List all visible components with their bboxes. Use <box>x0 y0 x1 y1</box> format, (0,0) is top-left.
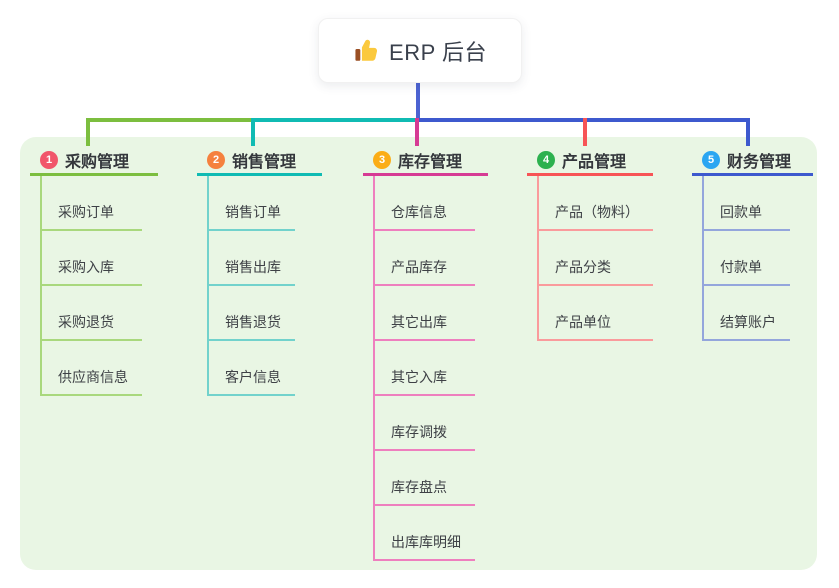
branch-items: 产品（物料） 产品分类产品单位 <box>537 176 653 341</box>
branch-item-node[interactable]: 库存盘点 <box>375 451 475 506</box>
branch-title-node[interactable]: 2 销售管理 <box>197 146 322 176</box>
branch-item-label: 产品库存 <box>391 259 447 275</box>
branch-item-label: 采购退货 <box>58 314 114 330</box>
branch-drop-line <box>251 118 255 146</box>
branch-item-label: 产品分类 <box>555 259 611 275</box>
branch-title-node[interactable]: 3 库存管理 <box>363 146 488 176</box>
branch-item-label: 产品（物料） <box>555 204 639 220</box>
branch-title-label: 采购管理 <box>65 153 130 171</box>
branch-items: 回款单付款单结算账户 <box>702 176 790 341</box>
branch-item-label: 采购入库 <box>58 259 114 275</box>
branch-title-node[interactable]: 1 采购管理 <box>30 146 158 176</box>
branch-title-node[interactable]: 5 财务管理 <box>692 146 813 176</box>
branch-item-node[interactable]: 产品单位 <box>539 286 653 341</box>
branch-title-label: 产品管理 <box>562 153 627 171</box>
branch-item-node[interactable]: 回款单 <box>704 176 790 231</box>
branch-number-badge: 2 <box>207 150 225 169</box>
branch-drop-line <box>415 118 419 146</box>
branch-item-label: 仓库信息 <box>391 204 447 220</box>
branch-column: 2 销售管理 销售订单销售出库销售退货客户信息 <box>197 146 322 396</box>
branch-column: 5 财务管理 回款单付款单结算账户 <box>692 146 813 341</box>
branch-item-label: 客户信息 <box>225 369 281 385</box>
branch-item-label: 供应商信息 <box>58 369 128 385</box>
branch-column: 3 库存管理 仓库信息产品库存其它出库其它入库库存调拨库存盘点出库库明细 <box>363 146 488 561</box>
branch-item-node[interactable]: 供应商信息 <box>42 341 142 396</box>
branch-item-node[interactable]: 采购退货 <box>42 286 142 341</box>
branch-item-node[interactable]: 客户信息 <box>209 341 295 396</box>
branch-item-label: 库存盘点 <box>391 479 447 495</box>
branch-item-label: 付款单 <box>720 259 762 275</box>
root-topic-node[interactable]: ERP 后台 <box>318 18 522 83</box>
branch-item-label: 回款单 <box>720 204 762 220</box>
branch-title-label: 销售管理 <box>232 153 297 171</box>
branch-item-label: 产品单位 <box>555 314 611 330</box>
branch-title-label: 库存管理 <box>398 153 463 171</box>
branch-items: 采购订单采购入库采购退货供应商信息 <box>40 176 142 396</box>
branch-item-label: 采购订单 <box>58 204 114 220</box>
branch-item-label: 出库库明细 <box>391 534 461 550</box>
branch-item-label: 其它入库 <box>391 369 447 385</box>
branch-title-label: 财务管理 <box>727 153 792 171</box>
branch-item-label: 结算账户 <box>720 314 776 330</box>
branch-item-node[interactable]: 其它出库 <box>375 286 475 341</box>
branch-number-badge: 3 <box>373 150 391 169</box>
branch-item-node[interactable]: 产品（物料） <box>539 176 653 231</box>
branch-item-node[interactable]: 产品库存 <box>375 231 475 286</box>
connector-bus-segment <box>252 118 418 122</box>
branch-drop-line <box>746 118 750 146</box>
root-topic-label: ERP 后台 <box>389 39 487 65</box>
branch-number-badge: 4 <box>537 150 555 169</box>
branch-column: 1 采购管理 采购订单采购入库采购退货供应商信息 <box>30 146 158 396</box>
thumbs-up-icon <box>353 38 379 64</box>
branch-item-node[interactable]: 采购入库 <box>42 231 142 286</box>
branch-item-node[interactable]: 仓库信息 <box>375 176 475 231</box>
branch-number-badge: 5 <box>702 150 720 169</box>
branches-panel <box>20 137 817 570</box>
branch-item-node[interactable]: 库存调拨 <box>375 396 475 451</box>
branch-items: 仓库信息产品库存其它出库其它入库库存调拨库存盘点出库库明细 <box>373 176 475 561</box>
branch-number-badge: 1 <box>40 150 58 169</box>
branch-item-label: 其它出库 <box>391 314 447 330</box>
branch-drop-line <box>583 118 587 146</box>
root-connector-line <box>416 83 420 122</box>
branch-item-node[interactable]: 结算账户 <box>704 286 790 341</box>
branch-title-node[interactable]: 4 产品管理 <box>527 146 653 176</box>
branch-item-label: 销售订单 <box>225 204 281 220</box>
branch-item-node[interactable]: 销售退货 <box>209 286 295 341</box>
branch-item-label: 销售出库 <box>225 259 281 275</box>
branch-items: 销售订单销售出库销售退货客户信息 <box>207 176 295 396</box>
branch-item-node[interactable]: 其它入库 <box>375 341 475 396</box>
branch-item-label: 销售退货 <box>225 314 281 330</box>
branch-item-node[interactable]: 出库库明细 <box>375 506 475 561</box>
branch-column: 4 产品管理 产品（物料） 产品分类产品单位 <box>527 146 653 341</box>
branch-item-node[interactable]: 销售订单 <box>209 176 295 231</box>
branch-item-node[interactable]: 销售出库 <box>209 231 295 286</box>
branch-item-label: 库存调拨 <box>391 424 447 440</box>
branch-item-node[interactable]: 产品分类 <box>539 231 653 286</box>
branch-drop-line <box>86 118 90 146</box>
connector-bus-segment <box>86 118 254 122</box>
branch-item-node[interactable]: 采购订单 <box>42 176 142 231</box>
branch-item-node[interactable]: 付款单 <box>704 231 790 286</box>
